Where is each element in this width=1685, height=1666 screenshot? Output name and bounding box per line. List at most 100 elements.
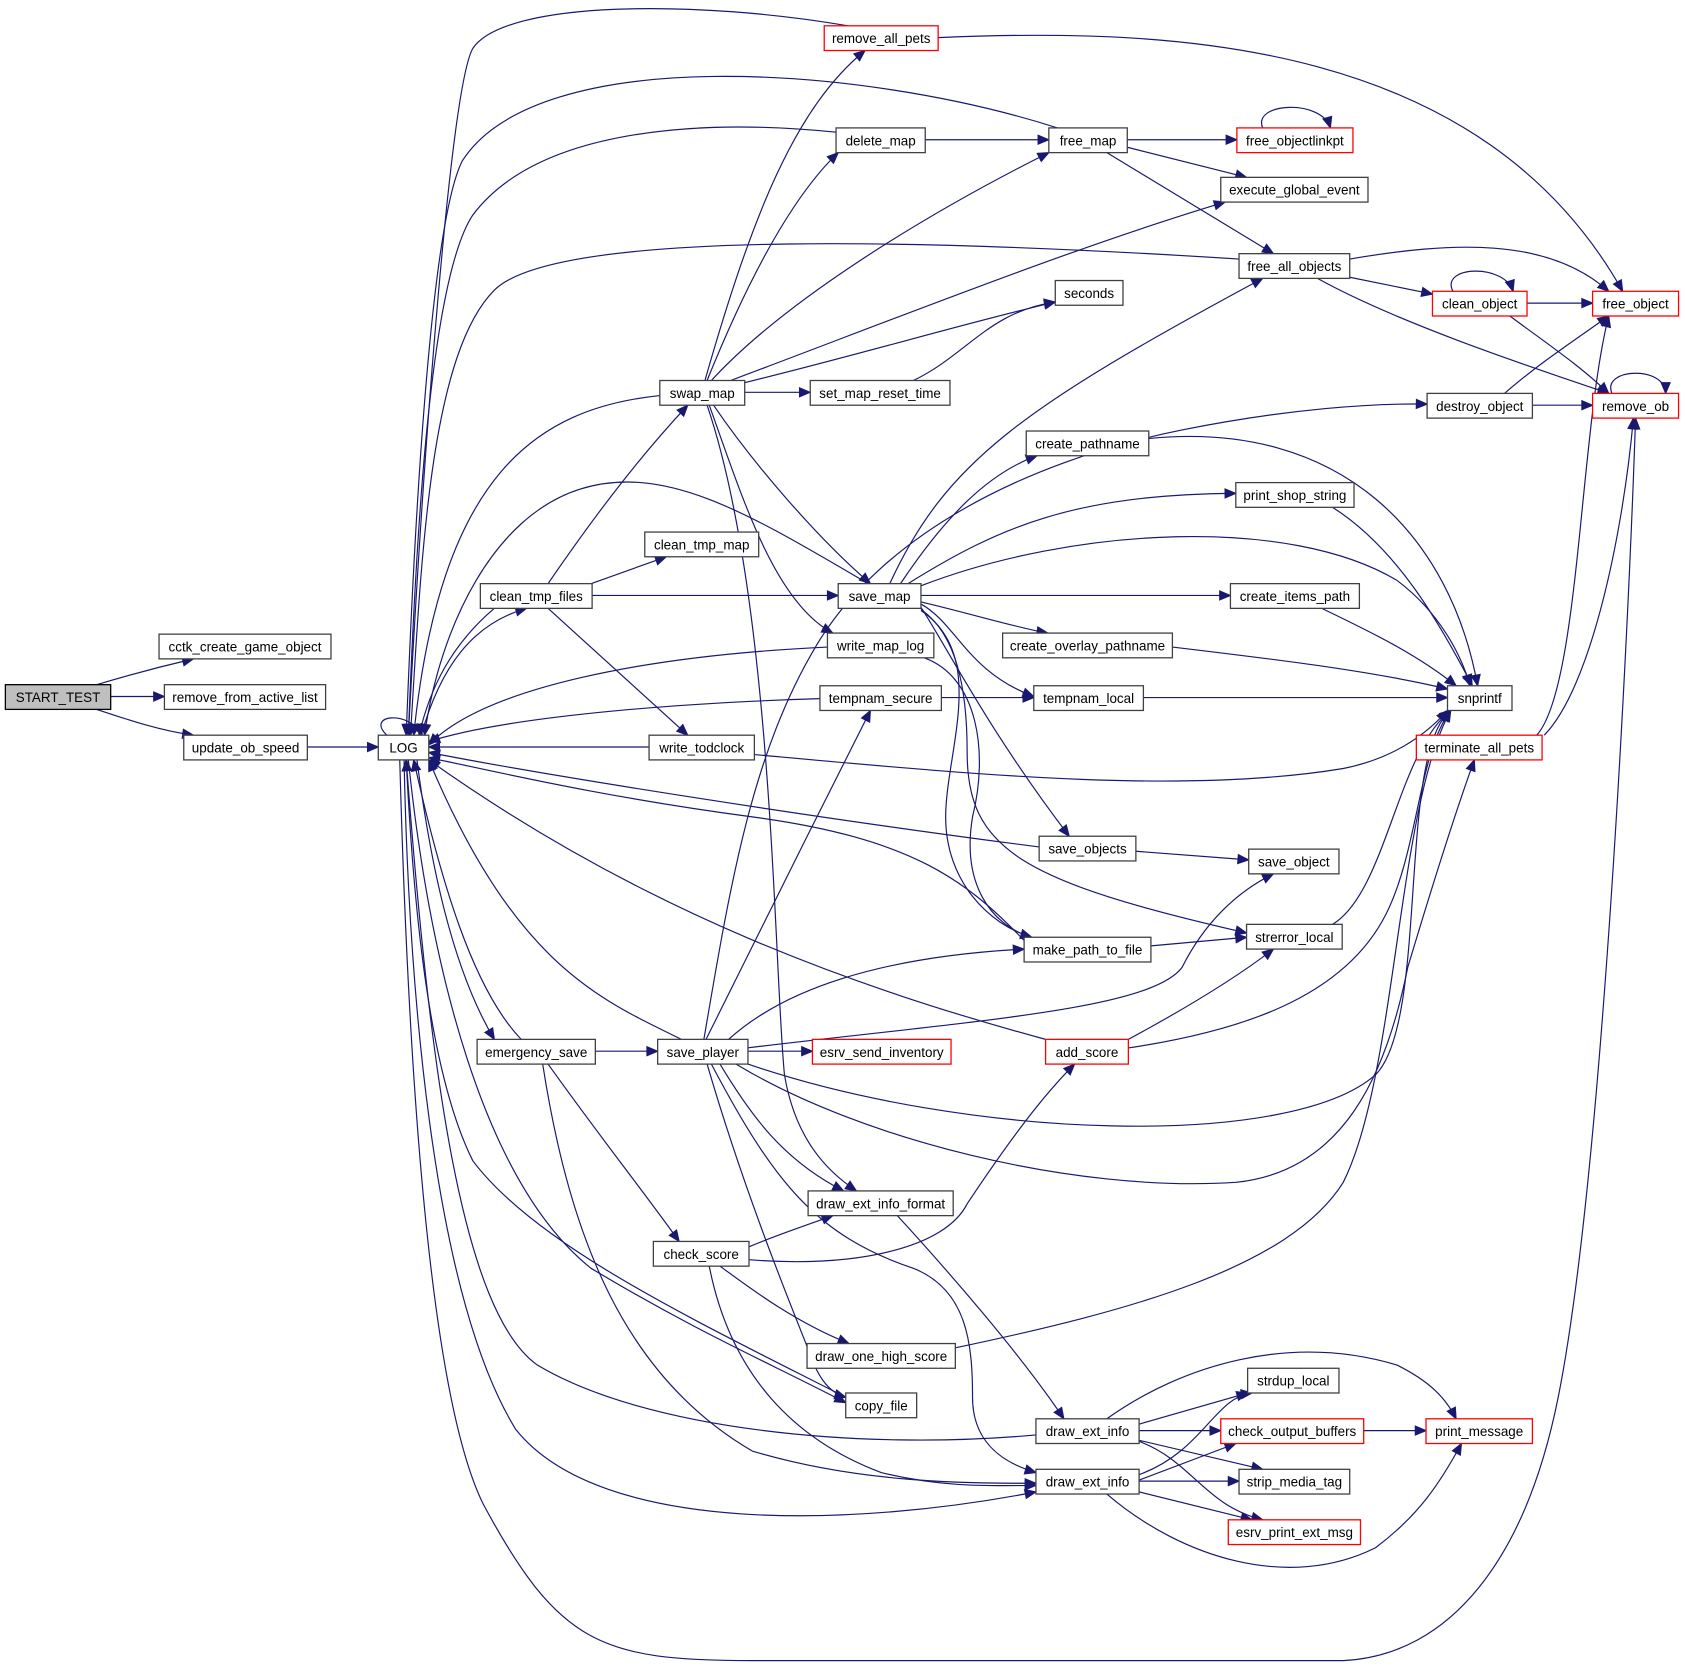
node-destroy-object[interactable]: destroy_object (1426, 392, 1534, 419)
edge-line (407, 8, 848, 736)
node-clean-tmp-files[interactable]: clean_tmp_files (479, 582, 593, 610)
node-box (648, 734, 756, 761)
node-esrv-print-ext-msg[interactable]: esrv_print_ext_msg (1227, 1519, 1362, 1546)
edge-arrowhead (1596, 279, 1610, 293)
edge-draw-ext-info-1-to-print-message (1106, 1351, 1457, 1421)
node-tempnam-local[interactable]: tempnam_local (1033, 685, 1145, 712)
edge-clean-object-to-free-object (1527, 297, 1594, 309)
node-create-overlay-pathname[interactable]: create_overlay_pathname (1001, 632, 1174, 659)
edge-draw-one-high-score-to-snprintf (955, 709, 1452, 1349)
node-write-map-log[interactable]: write_map_log (826, 632, 935, 659)
node-draw-ext-info-format[interactable]: draw_ext_info_format (807, 1190, 954, 1217)
node-emergency-save[interactable]: emergency_save (476, 1038, 596, 1065)
node-cctk-create-game-object[interactable]: cctk_create_game_object (158, 633, 332, 660)
edge-arrowhead (1012, 944, 1026, 955)
edge-arrowhead (1237, 853, 1251, 865)
node-make-path-to-file[interactable]: make_path_to_file (1023, 936, 1152, 963)
edge-save-player-to-esrv-send-inventory (747, 1045, 814, 1057)
node-label: strerror_local (1255, 930, 1333, 945)
node-strip-media-tag[interactable]: strip_media_tag (1238, 1468, 1351, 1495)
node-clean-object[interactable]: clean_object (1431, 290, 1528, 317)
node-save-map[interactable]: save_map (837, 582, 922, 610)
edge-update-ob-speed-to-log (307, 741, 380, 753)
edge-delete-map-to-log (403, 126, 837, 737)
edge-save-player-to-terminate-all-pets (735, 758, 1476, 1185)
node-create-items-path[interactable]: create_items_path (1229, 582, 1361, 610)
node-box (809, 379, 951, 406)
node-save-player[interactable]: save_player (657, 1038, 749, 1065)
node-label: save_objects (1048, 842, 1127, 857)
edge-line (706, 152, 839, 381)
edge-line (747, 710, 1452, 1127)
node-write-todclock[interactable]: write_todclock (648, 734, 756, 761)
edge-write-todclock-to-log (427, 741, 650, 753)
node-free-map[interactable]: free_map (1048, 127, 1128, 154)
node-log[interactable]: LOG (377, 734, 430, 761)
node-copy-file[interactable]: copy_file (845, 1392, 918, 1419)
node-label: remove_from_active_list (172, 690, 318, 705)
node-label: free_all_objects (1247, 259, 1341, 274)
edge-log-to-draw-ext-info-2 (403, 759, 1038, 1517)
node-add-score[interactable]: add_score (1044, 1038, 1129, 1065)
node-check-output-buffers[interactable]: check_output_buffers (1220, 1418, 1365, 1445)
node-save-objects[interactable]: save_objects (1038, 835, 1137, 862)
node-strdup-local[interactable]: strdup_local (1246, 1367, 1340, 1394)
node-update-ob-speed[interactable]: update_ob_speed (183, 734, 308, 761)
node-draw-ext-info[interactable]: draw_ext_info (1035, 1418, 1140, 1445)
node-snprintf[interactable]: snprintf (1446, 685, 1513, 712)
node-remove-all-pets[interactable]: remove_all_pets (823, 25, 939, 52)
node-remove-ob[interactable]: remove_ob (1591, 392, 1680, 419)
node-print-message[interactable]: print_message (1425, 1418, 1534, 1445)
node-box (819, 685, 943, 712)
node-delete-map[interactable]: delete_map (835, 127, 926, 154)
node-terminate-all-pets[interactable]: terminate_all_pets (1415, 734, 1543, 761)
edge-save-map-to-create-items-path (920, 590, 1232, 601)
node-box (1591, 290, 1680, 317)
edge-arrowhead (1446, 1406, 1457, 1421)
node-draw-ext-info[interactable]: draw_ext_info (1035, 1468, 1140, 1495)
node-draw-one-high-score[interactable]: draw_one_high_score (806, 1342, 956, 1369)
node-label: execute_global_event (1229, 183, 1360, 198)
node-box (826, 632, 935, 659)
node-create-pathname[interactable]: create_pathname (1025, 430, 1150, 457)
edge-arrowhead (801, 1045, 814, 1057)
edge-start-test-to-remove-from-active-list (110, 691, 166, 702)
node-swap-map[interactable]: swap_map (659, 379, 746, 406)
edge-free-map-to-free-all-objects (1106, 152, 1275, 255)
node-free-objectlinkpt[interactable]: free_objectlinkpt (1236, 127, 1354, 154)
edge-line (1536, 315, 1610, 736)
node-box (476, 1038, 596, 1065)
edge-clean-tmp-files-to-save-map (592, 590, 840, 601)
edge-line (403, 759, 1037, 1517)
edge-line (96, 658, 194, 686)
edge-terminate-all-pets-to-remove-ob (1543, 416, 1638, 736)
node-label: seconds (1064, 286, 1114, 301)
node-save-object[interactable]: save_object (1248, 848, 1340, 875)
edge-arrowhead (1600, 314, 1612, 329)
node-remove-from-active-list[interactable]: remove_from_active_list (163, 684, 327, 711)
edge-emergency-save-to-log (410, 758, 522, 1040)
node-clean-tmp-map[interactable]: clean_tmp_map (644, 531, 760, 558)
node-label: save_map (849, 589, 911, 604)
node-free-object[interactable]: free_object (1591, 290, 1680, 317)
node-print-shop-string[interactable]: print_shop_string (1235, 481, 1355, 508)
node-label: check_output_buffers (1228, 1424, 1356, 1439)
edge-emergency-save-to-save-player (595, 1045, 660, 1057)
edge-set-map-reset-time-to-seconds (913, 298, 1057, 382)
edge-line (399, 418, 1637, 1662)
node-esrv-send-inventory[interactable]: esrv_send_inventory (811, 1038, 952, 1065)
edge-clean-tmp-files-to-clean-tmp-map (590, 555, 668, 585)
edge-arrowhead (1462, 673, 1473, 687)
node-check-score[interactable]: check_score (652, 1240, 750, 1267)
node-box (183, 734, 308, 761)
node-free-all-objects[interactable]: free_all_objects (1238, 253, 1351, 280)
node-tempnam-secure[interactable]: tempnam_secure (819, 685, 943, 712)
node-seconds[interactable]: seconds (1054, 279, 1124, 306)
edge-clean-object-to-clean-object (1450, 270, 1515, 293)
edge-arrowhead (1225, 134, 1239, 146)
node-start-test[interactable]: START_TEST (4, 684, 112, 711)
node-execute-global-event[interactable]: execute_global_event (1220, 176, 1369, 203)
edge-add-score-to-log (427, 759, 1046, 1040)
node-strerror-local[interactable]: strerror_local (1245, 923, 1343, 950)
node-set-map-reset-time[interactable]: set_map_reset_time (809, 379, 951, 406)
